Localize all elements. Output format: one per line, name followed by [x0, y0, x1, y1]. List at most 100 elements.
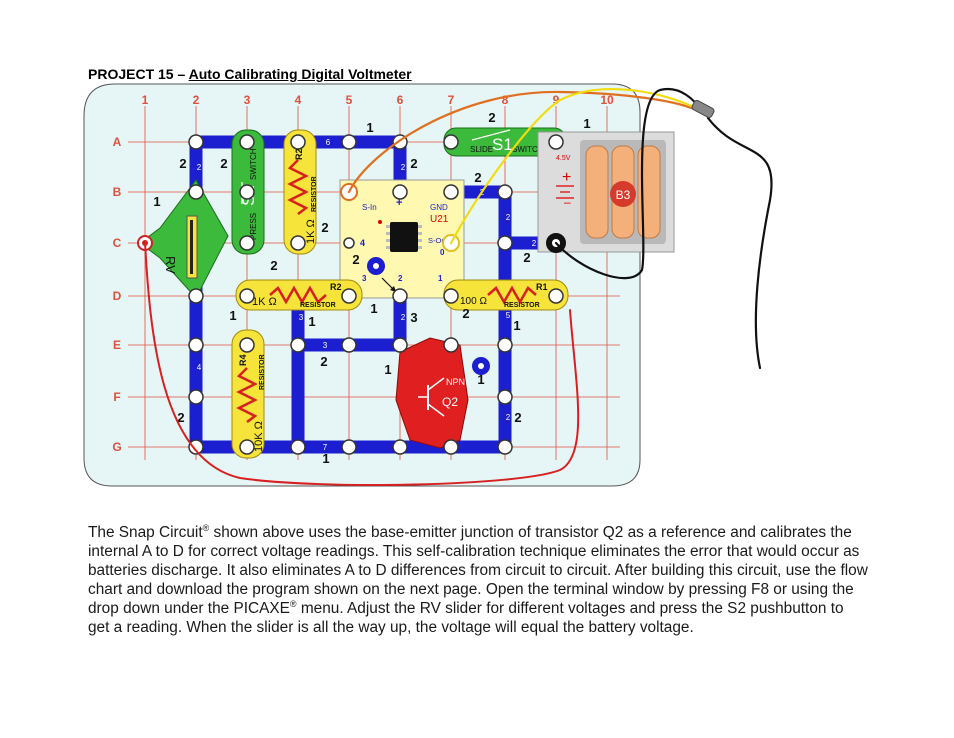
level-f-right: 1 [477, 372, 484, 387]
level-g-left: 2 [177, 410, 184, 425]
project-title: PROJECT 15 – Auto Calibrating Digital Vo… [88, 66, 412, 82]
level-c-u21: 2 [352, 252, 359, 267]
snap-connectors [188, 134, 564, 455]
wire-3b-label: 3 [323, 341, 328, 350]
project-title-name: Auto Calibrating Digital Voltmeter [188, 66, 412, 82]
row-label-c: C [113, 236, 122, 250]
project-description: The Snap Circuit® shown above uses the b… [88, 523, 868, 637]
level-e-center: 3 [410, 310, 417, 325]
q2-label: Q2 [442, 395, 458, 409]
level-f-q2: 1 [384, 362, 391, 377]
wire-2f-label: 2 [401, 313, 406, 322]
level-c-r2: 2 [321, 220, 328, 235]
u21-label: U21 [430, 214, 449, 225]
level-a-right: 1 [583, 116, 590, 131]
r2-mid-label: R2 [330, 282, 342, 292]
b3-minus-label: – [564, 195, 571, 209]
r1-value: 100 Ω [460, 296, 487, 307]
level-d-left: 2 [270, 258, 277, 273]
r2-mid-resistor: R2 1K Ω RESISTOR [235, 279, 363, 311]
wire-2e-label: 2 [532, 239, 537, 248]
b3-label: B3 [616, 188, 631, 202]
wire-2b-label: 2 [401, 163, 406, 172]
u21-gnd-label: GND [430, 203, 448, 212]
level-a-s1: 2 [488, 110, 495, 125]
r2-mid-value: 1K Ω [252, 296, 277, 308]
level-d-mid: 1 [370, 301, 377, 316]
u21-sin-label: S-In [362, 203, 377, 212]
wire-6-label: 6 [326, 138, 331, 147]
s2-switch-label: SWITCH [249, 148, 258, 180]
level-b-left: 2 [179, 156, 186, 171]
wire-7-label: 7 [323, 443, 328, 452]
level-b-s2: 2 [220, 156, 227, 171]
u21-pin3-label: 3 [362, 274, 367, 283]
r2-top-resistor: R2 1K Ω RESISTOR [283, 129, 318, 255]
s1-switch-label: SWITCH [512, 145, 544, 154]
col-label-6: 6 [397, 93, 404, 107]
level-b-right: 2 [474, 170, 481, 185]
col-label-10: 10 [600, 93, 614, 107]
wire-2a-label: 2 [197, 163, 202, 172]
level-e-right: 1 [513, 318, 520, 333]
r4-type: RESISTOR [259, 354, 266, 390]
s1-slide-label: SLIDE [470, 145, 493, 154]
jumper-wires [144, 87, 773, 486]
u21-sout-label: S-Out [428, 236, 449, 245]
q2-transistor: NPN Q2 [395, 337, 469, 449]
s2-press-label: PRESS [249, 213, 258, 240]
r4-label: R4 [238, 354, 248, 366]
r4-resistor: R4 10K Ω RESISTOR [231, 329, 266, 459]
rv-label: RV [163, 256, 178, 274]
column-labels: 1 2 3 4 5 6 7 8 9 10 [142, 93, 614, 107]
u21-pin0-label: 0 [440, 248, 445, 257]
q2-type-label: NPN [446, 377, 465, 387]
level-e-mid: 1 [308, 314, 315, 329]
col-label-9: 9 [553, 93, 560, 107]
description-part-1: The Snap Circuit [88, 524, 203, 541]
row-label-e: E [113, 338, 121, 352]
wire-3a-label: 3 [299, 313, 304, 322]
row-label-f: F [113, 390, 120, 404]
description-part-2: shown above uses the base-emitter juncti… [88, 524, 868, 617]
wire-4-label: 4 [197, 363, 202, 372]
level-c-left: 1 [153, 194, 160, 209]
col-label-1: 1 [142, 93, 149, 107]
col-label-2: 2 [193, 93, 200, 107]
row-labels: A B C D E F G [112, 135, 121, 454]
r2-top-type: RESISTOR [311, 176, 318, 212]
s1-slide-switch: SLIDE S1 SWITCH [443, 127, 567, 157]
r1-label: R1 [536, 282, 548, 292]
registered-mark-2: ® [289, 598, 297, 609]
row-label-b: B [113, 185, 122, 199]
col-label-4: 4 [295, 93, 302, 107]
u21-pin4-label: 4 [360, 238, 365, 248]
row-label-g: G [112, 440, 121, 454]
level-g-right: 2 [514, 410, 521, 425]
col-label-8: 8 [502, 93, 509, 107]
project-title-prefix: PROJECT 15 – [88, 66, 189, 82]
u21-pin2-label: 2 [398, 274, 403, 283]
level-a-top: 1 [366, 120, 373, 135]
r4-value: 10K Ω [253, 421, 265, 452]
b3-battery-holder: B3 4.5V + – [537, 131, 675, 253]
level-f-mid: 2 [320, 354, 327, 369]
r2-mid-type: RESISTOR [300, 302, 336, 309]
level-b-mid: 2 [410, 156, 417, 171]
circuit-diagram: 1 2 3 4 5 6 7 8 9 10 A B C D E F G 6 2 2 [83, 83, 773, 487]
description-part-3: menu. Adjust the RV slider for different… [88, 600, 844, 636]
wire-2d-label: 2 [506, 213, 511, 222]
col-label-7: 7 [448, 93, 455, 107]
u21-plus-label: + [396, 197, 402, 209]
level-numbers: 1 2 1 2 2 2 2 1 2 2 2 2 1 2 1 1 1 3 2 1 … [153, 110, 590, 466]
r2-top-value: 1K Ω [305, 219, 317, 244]
u21-pin1-label: 1 [438, 274, 443, 283]
registered-mark-1: ® [202, 522, 210, 533]
level-e-left: 1 [229, 308, 236, 323]
s1-label: S1 [492, 135, 513, 154]
col-label-3: 3 [244, 93, 251, 107]
level-g-bottom: 1 [322, 451, 329, 466]
rv-potentiometer: RV [139, 179, 229, 299]
r1-resistor: R1 100 Ω RESISTOR [443, 279, 569, 311]
wire-5-label: 5 [506, 311, 511, 320]
